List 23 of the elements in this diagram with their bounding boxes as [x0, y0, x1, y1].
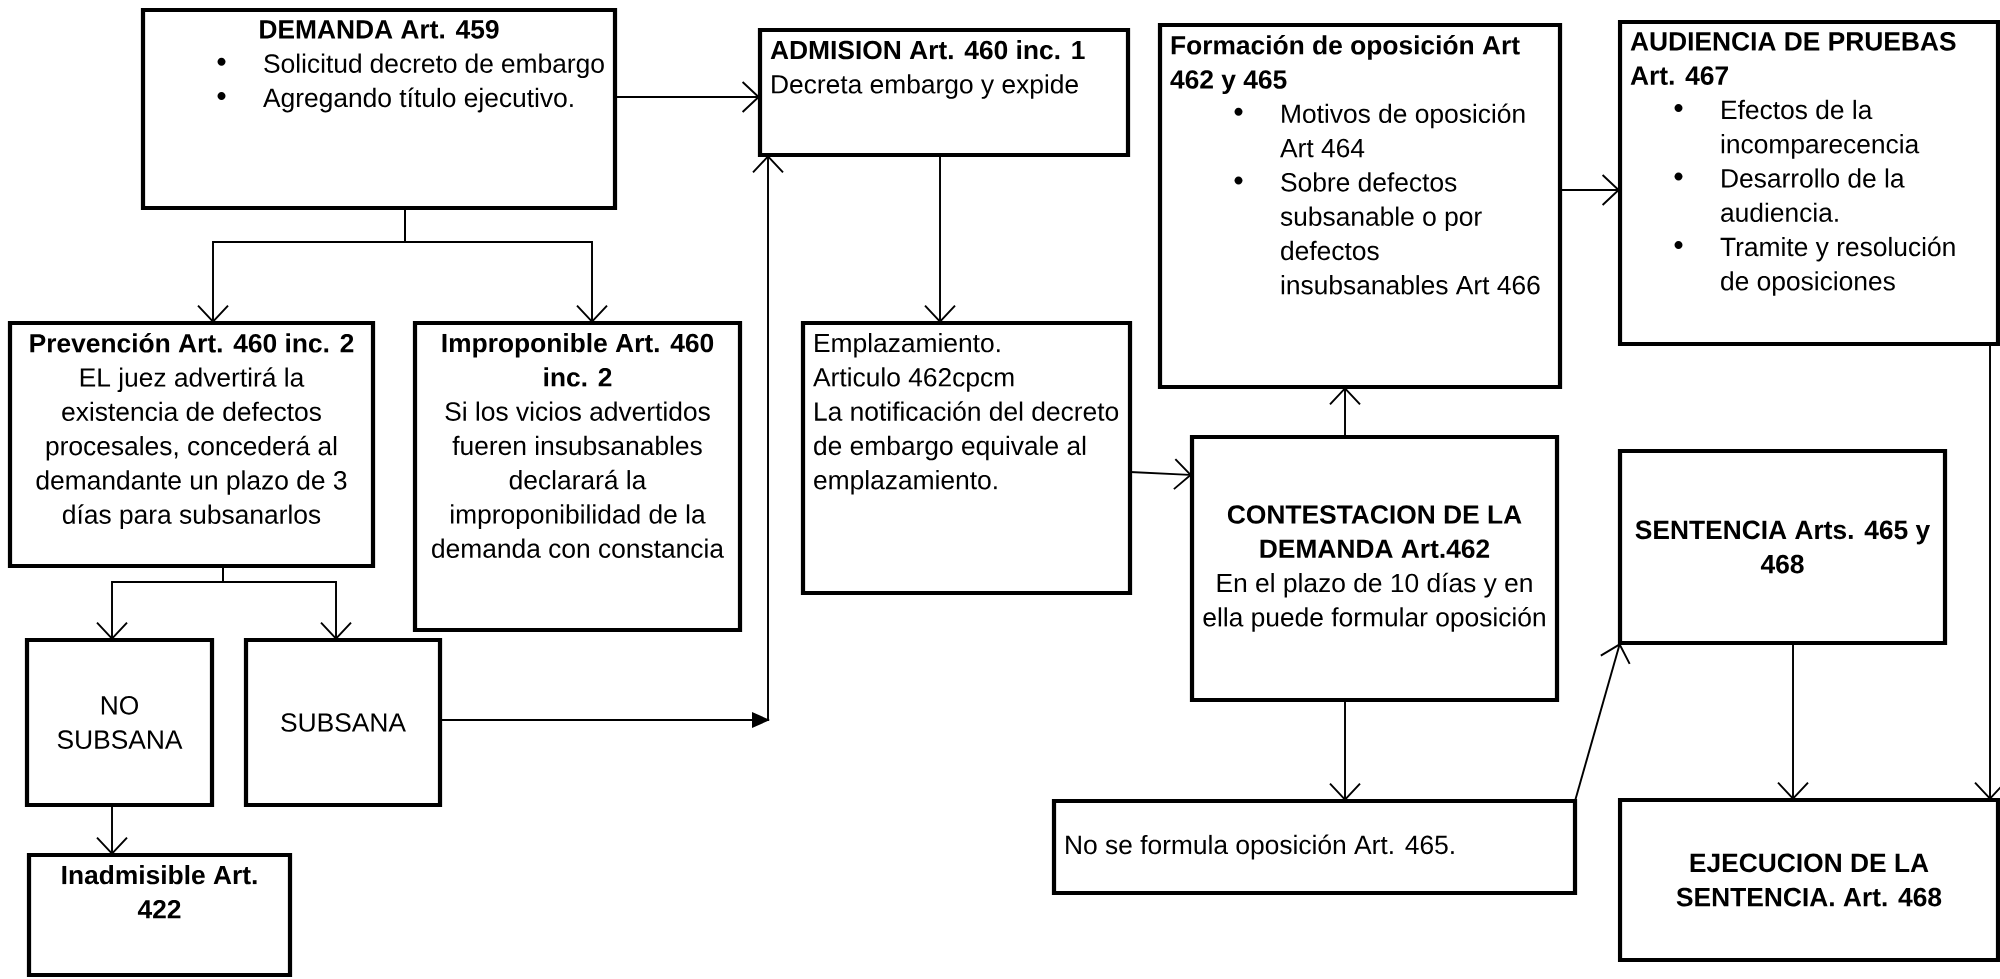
- process-box: SENTENCIA Arts. 465 y 468: [1617, 448, 1948, 646]
- process-box: Improponible Art. 460 inc. 2 Si los vicios advertidos fueren insubsanables declarará la improponibilidad de la demanda con constancia: [412, 320, 743, 633]
- arrow: [1329, 699, 1361, 801]
- process-box: Prevención Art. 460 inc. 2 EL juez advertirá la existencia de defectos procesales, concederá al demandante un plazo de 3 días para subsanarlos: [7, 320, 376, 569]
- process-box: DEMANDA Art. 459 Solicitud decreto de embargo Agregando título ejecutivo.: [140, 7, 618, 211]
- arrow: [614, 81, 760, 113]
- arrow: [1574, 643, 1631, 802]
- process-box: Inadmisible Art. 422: [26, 852, 293, 978]
- process-box: NO SUBSANA: [24, 637, 215, 808]
- process-box: Emplazamiento. Articulo 462cpcm La notificación del decreto de embargo equivale al emplazamiento.: [800, 320, 1133, 596]
- process-box: No se formula oposición Art. 465.: [1051, 798, 1578, 896]
- process-box: SUBSANA: [243, 637, 443, 808]
- process-box: Formación de oposición Art 462 y 465 Motivos de oposición Art 464 Sobre defectos subsanable o por defectos insubsanables Art 466: [1157, 22, 1563, 390]
- arrow: [924, 154, 956, 323]
- arrow: [222, 565, 352, 640]
- process-box: AUDIENCIA DE PRUEBAS Art. 467 Efectos de la incomparecencia Desarrollo de la audiencia. Tramite y resolución de oposiciones: [1617, 19, 2000, 347]
- process-box: CONTESTACION DE LA DEMANDA Art.462 En el plazo de 10 días y en ella puede formular oposición: [1189, 434, 1560, 703]
- arrow: [439, 155, 784, 728]
- process-box: EJECUCION DE LA SENTENCIA. Art. 468: [1617, 797, 2000, 963]
- arrow: [404, 207, 608, 323]
- arrow: [1777, 642, 1809, 800]
- arrow: [1974, 343, 2000, 800]
- process-box: ADMISION Art. 460 inc. 1 Decreta embargo y expide: [757, 27, 1131, 158]
